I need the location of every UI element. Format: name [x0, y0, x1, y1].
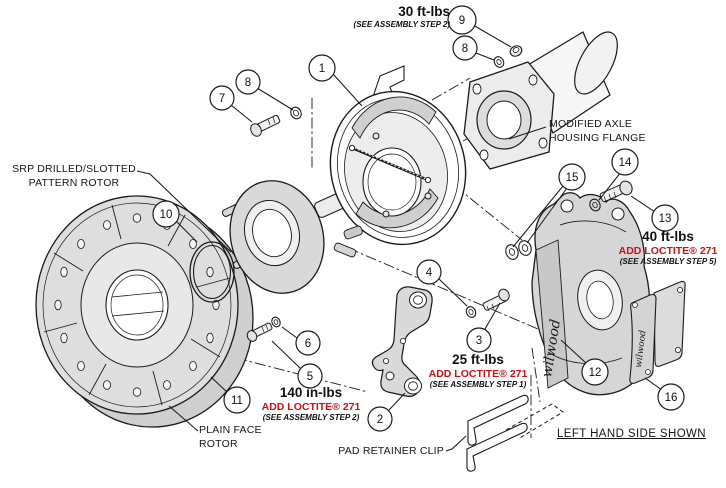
torque-step: (SEE ASSEMBLY STEP 5): [619, 256, 717, 266]
svg-text:9: 9: [459, 15, 465, 27]
washer-8-right: [493, 56, 505, 68]
torque-value: 140 in-lbs: [279, 385, 343, 400]
svg-text:14: 14: [619, 157, 632, 169]
label-pad-retainer-clip: PAD RETAINER CLIP: [338, 445, 444, 457]
svg-text:12: 12: [589, 367, 602, 379]
rotor: [35, 195, 254, 428]
pad-retainer-clips: [466, 394, 529, 472]
svg-text:8: 8: [462, 43, 468, 55]
pad-brand-text: wilwood: [634, 329, 649, 368]
svg-text:2: 2: [377, 414, 383, 426]
svg-text:6: 6: [305, 338, 311, 350]
callout-5: 5: [297, 363, 323, 389]
callout-11: 11: [223, 386, 251, 414]
label-srp-rotor: SRP DRILLED/SLOTTED PATTERN ROTOR: [12, 163, 136, 189]
torque-note-25ftlbs: 25 ft-lbs ADD LOCTITE® 271 (SEE ASSEMBLY…: [417, 352, 539, 389]
brake-pads: wilwood: [629, 280, 686, 384]
torque-note-140inlbs: 140 in-lbs ADD LOCTITE® 271 (SEE ASSEMBL…: [249, 385, 373, 422]
hub: [221, 180, 352, 294]
callout-8-right: 8: [452, 35, 478, 61]
shim-washers-15: [505, 240, 532, 260]
callout-10: 10: [152, 200, 180, 228]
leader-lines: [136, 24, 663, 452]
svg-text:10: 10: [160, 209, 173, 221]
clip-install-panel-dashed: [505, 403, 564, 440]
callout-14: 14: [611, 148, 639, 176]
svg-text:16: 16: [665, 392, 678, 404]
side-note: LEFT HAND SIDE SHOWN: [557, 428, 706, 440]
callout-6: 6: [295, 330, 321, 356]
nut-9: [509, 45, 523, 57]
label-axle-flange: MODIFIED AXLE HOUSING FLANGE: [549, 118, 646, 144]
svg-text:11: 11: [231, 395, 243, 407]
callout-bubbles: 1 2 3 4 5 6 7 8 8 9 10 11 12 13 14 15 16: [152, 5, 685, 432]
callout-16: 16: [657, 383, 685, 411]
torque-loctite: ADD LOCTITE® 271: [261, 400, 361, 413]
label-plain-rotor: PLAIN FACE ROTOR: [199, 424, 262, 450]
svg-text:1: 1: [319, 63, 325, 75]
torque-step: (SEE ASSEMBLY STEP 1): [429, 379, 527, 389]
torque-step: (SEE ASSEMBLY STEP 2): [353, 19, 450, 29]
callout-2: 2: [367, 406, 393, 432]
svg-text:7: 7: [219, 93, 225, 105]
callout-3: 3: [466, 327, 492, 353]
o-ring: [189, 241, 235, 303]
torque-step: (SEE ASSEMBLY STEP 2): [262, 412, 360, 422]
flange-bolt-holes: [472, 74, 548, 161]
torque-note-40ftlbs: 40 ft-lbs ADD LOCTITE® 271 (SEE ASSEMBLY…: [607, 229, 726, 266]
callout-1: 1: [308, 54, 336, 82]
svg-text:4: 4: [426, 267, 433, 279]
callout-9: 9: [447, 5, 477, 35]
axle-housing-flange: [463, 31, 618, 170]
bolt-5: [246, 322, 273, 342]
brake-caliper: wilwood: [531, 192, 651, 396]
callout-4: 4: [416, 259, 442, 285]
torque-loctite: ADD LOCTITE® 271: [618, 244, 718, 257]
washer-8-left: [290, 106, 302, 120]
parking-brake-backing-plate: [329, 65, 467, 258]
svg-text:5: 5: [307, 371, 313, 383]
torque-value: 30 ft-lbs: [398, 4, 450, 19]
bolt-13: [599, 180, 633, 203]
callout-7: 7: [209, 85, 235, 111]
caliper-mount-bracket: [371, 286, 433, 397]
svg-text:15: 15: [566, 172, 579, 184]
rotor-slots: [43, 204, 231, 406]
callout-13: 13: [651, 204, 679, 232]
callout-8-left: 8: [235, 69, 261, 95]
svg-text:8: 8: [245, 77, 251, 89]
torque-value: 40 ft-lbs: [642, 229, 694, 244]
bolt-3: [482, 288, 510, 312]
torque-value: 25 ft-lbs: [452, 352, 504, 367]
callout-12: 12: [581, 358, 609, 386]
callout-15: 15: [558, 163, 586, 191]
bolt-7: [250, 114, 281, 137]
torque-loctite: ADD LOCTITE® 271: [428, 367, 528, 380]
washer-6: [271, 316, 281, 328]
svg-text:13: 13: [659, 213, 672, 225]
washer-14: [589, 198, 601, 212]
washer-4: [465, 306, 477, 318]
svg-text:3: 3: [476, 335, 482, 347]
torque-note-30ftlbs: 30 ft-lbs (SEE ASSEMBLY STEP 2): [300, 4, 450, 29]
